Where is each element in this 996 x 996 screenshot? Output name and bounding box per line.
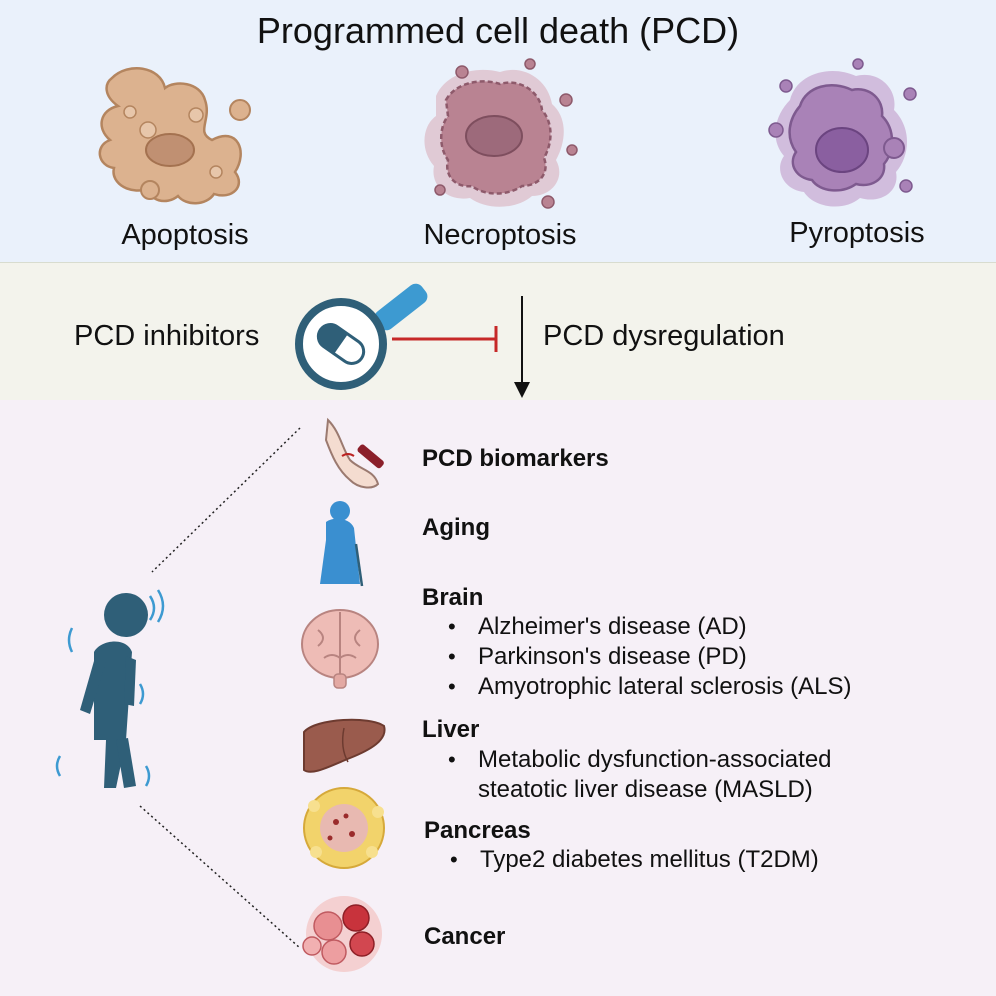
label-necroptosis: Necroptosis	[423, 219, 577, 251]
heading-liver: Liver	[422, 716, 480, 743]
label-pcd-inhibitors: PCD inhibitors	[74, 320, 260, 352]
liver-item-masld-line2: steatotic liver disease (MASLD)	[478, 776, 813, 803]
pcd-regulation-panel	[0, 262, 996, 402]
heading-aging: Aging	[422, 514, 490, 541]
connector-lower	[139, 805, 301, 949]
diagram-title: Programmed cell death (PCD)	[256, 10, 740, 51]
label-apoptosis: Apoptosis	[121, 219, 249, 251]
blood-draw-arm-icon	[324, 417, 384, 489]
brain-icon	[301, 609, 379, 689]
pyroptosis-cell-icon	[768, 58, 917, 207]
magnifier-capsule-icon	[295, 283, 428, 390]
dysregulation-arrowhead	[514, 382, 530, 398]
elderly-person-icon	[320, 501, 364, 587]
liver-item-masld-line1: •Metabolic dysfunction-associated	[448, 746, 832, 773]
necroptosis-cell-icon	[424, 58, 578, 209]
pancreas-item-t2dm: •Type2 diabetes mellitus (T2DM)	[450, 846, 819, 873]
apoptosis-cell-icon	[98, 67, 251, 205]
heading-pancreas: Pancreas	[424, 817, 531, 844]
heading-brain: Brain	[422, 584, 484, 611]
liver-icon	[303, 718, 386, 773]
heading-pcd-biomarkers: PCD biomarkers	[422, 445, 609, 472]
connector-upper	[151, 427, 301, 573]
disease-panel	[0, 400, 996, 996]
brain-item-ad: •Alzheimer's disease (AD)	[448, 613, 747, 640]
person-tremor-icon	[55, 589, 165, 788]
heading-cancer: Cancer	[424, 923, 506, 950]
label-pyroptosis: Pyroptosis	[789, 217, 925, 249]
cancer-cells-icon	[302, 896, 382, 972]
label-pcd-dysregulation: PCD dysregulation	[543, 320, 785, 352]
brain-item-als: •Amyotrophic lateral sclerosis (ALS)	[448, 673, 852, 700]
pancreatic-islet-icon	[303, 787, 385, 869]
brain-item-pd: •Parkinson's disease (PD)	[448, 643, 747, 670]
